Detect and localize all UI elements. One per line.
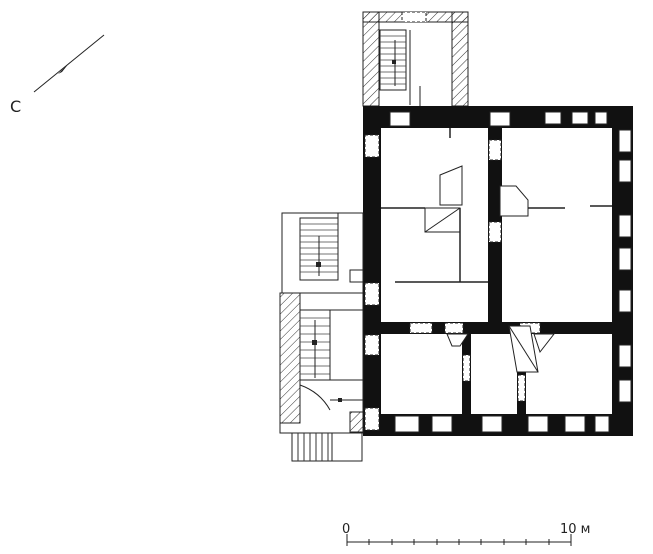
scale-bar: 0 10 м [342,522,590,546]
bottom-windows [394,415,610,433]
scale-bar-end-label: 10 м [560,522,590,537]
left-wall-openings [364,134,380,431]
thin-partitions [381,128,612,283]
top-windows [389,111,608,127]
scale-bar-zero-label: 0 [342,522,350,537]
north-arrow: С [10,34,105,116]
interior-stoves [424,165,556,373]
west-annex [279,212,364,462]
north-arrow-label: С [10,97,21,116]
north-stair-tower [362,11,469,107]
right-windows [618,129,632,403]
